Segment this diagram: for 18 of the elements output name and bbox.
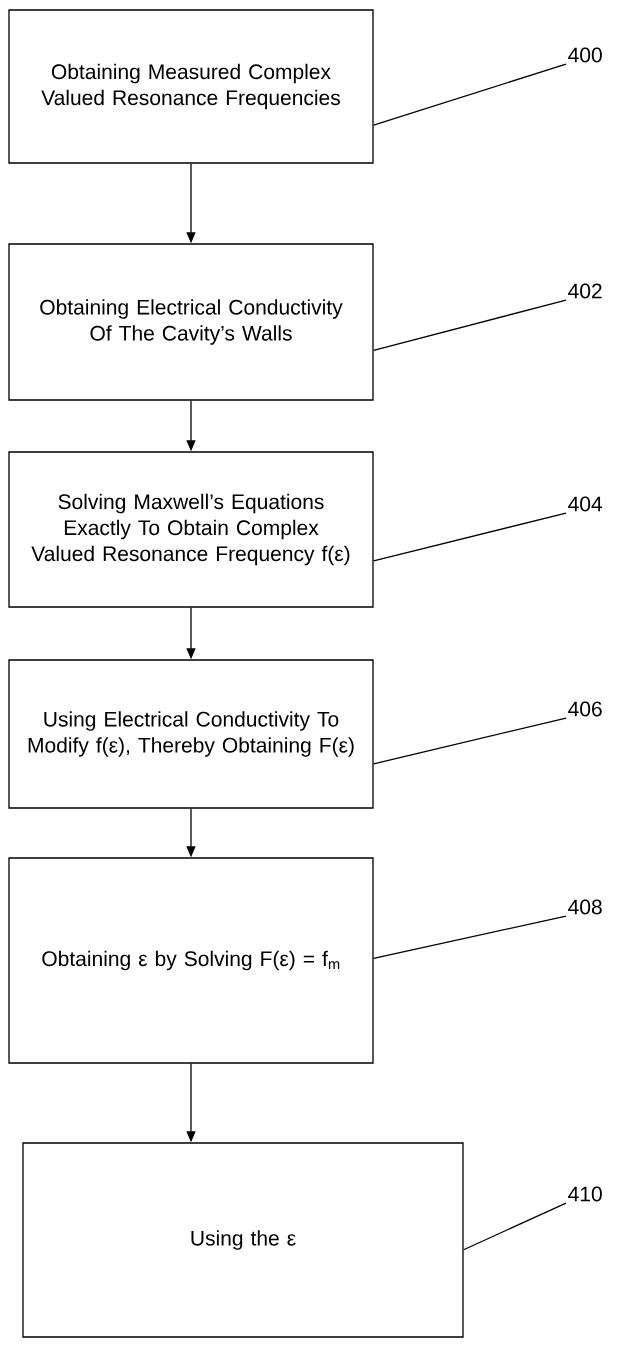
- reference-numeral: 402: [568, 283, 602, 299]
- reference-numeral: 410: [568, 1186, 602, 1202]
- process-box: Obtaining Measured Complex Valued Resonance Frequencies: [8, 9, 374, 164]
- reference-numeral: 406: [568, 701, 602, 717]
- reference-numeral: 404: [568, 496, 603, 512]
- reference-numeral: 400: [568, 47, 602, 63]
- leader-line: [373, 717, 567, 765]
- reference-numeral: 408: [568, 899, 602, 915]
- leader-line: [373, 63, 567, 126]
- process-box: Solving Maxwell’s Equations Exactly To Obtain Complex Valued Resonance Frequency f(ε): [8, 451, 374, 608]
- leader-line: [373, 915, 567, 960]
- process-box: Using the ε: [22, 1142, 464, 1338]
- leader-line: [373, 512, 567, 562]
- leader-line: [463, 1202, 567, 1251]
- process-box: Using Electrical Conductivity To Modify f(ε), Thereby Obtaining F(ε): [8, 659, 374, 809]
- process-box: Obtaining ε by Solving F(ε) = f$_{m}$: [8, 857, 374, 1064]
- leader-line: [373, 299, 567, 351]
- process-box: Obtaining Electrical Conductivity Of The Cavity’s Walls: [8, 243, 374, 401]
